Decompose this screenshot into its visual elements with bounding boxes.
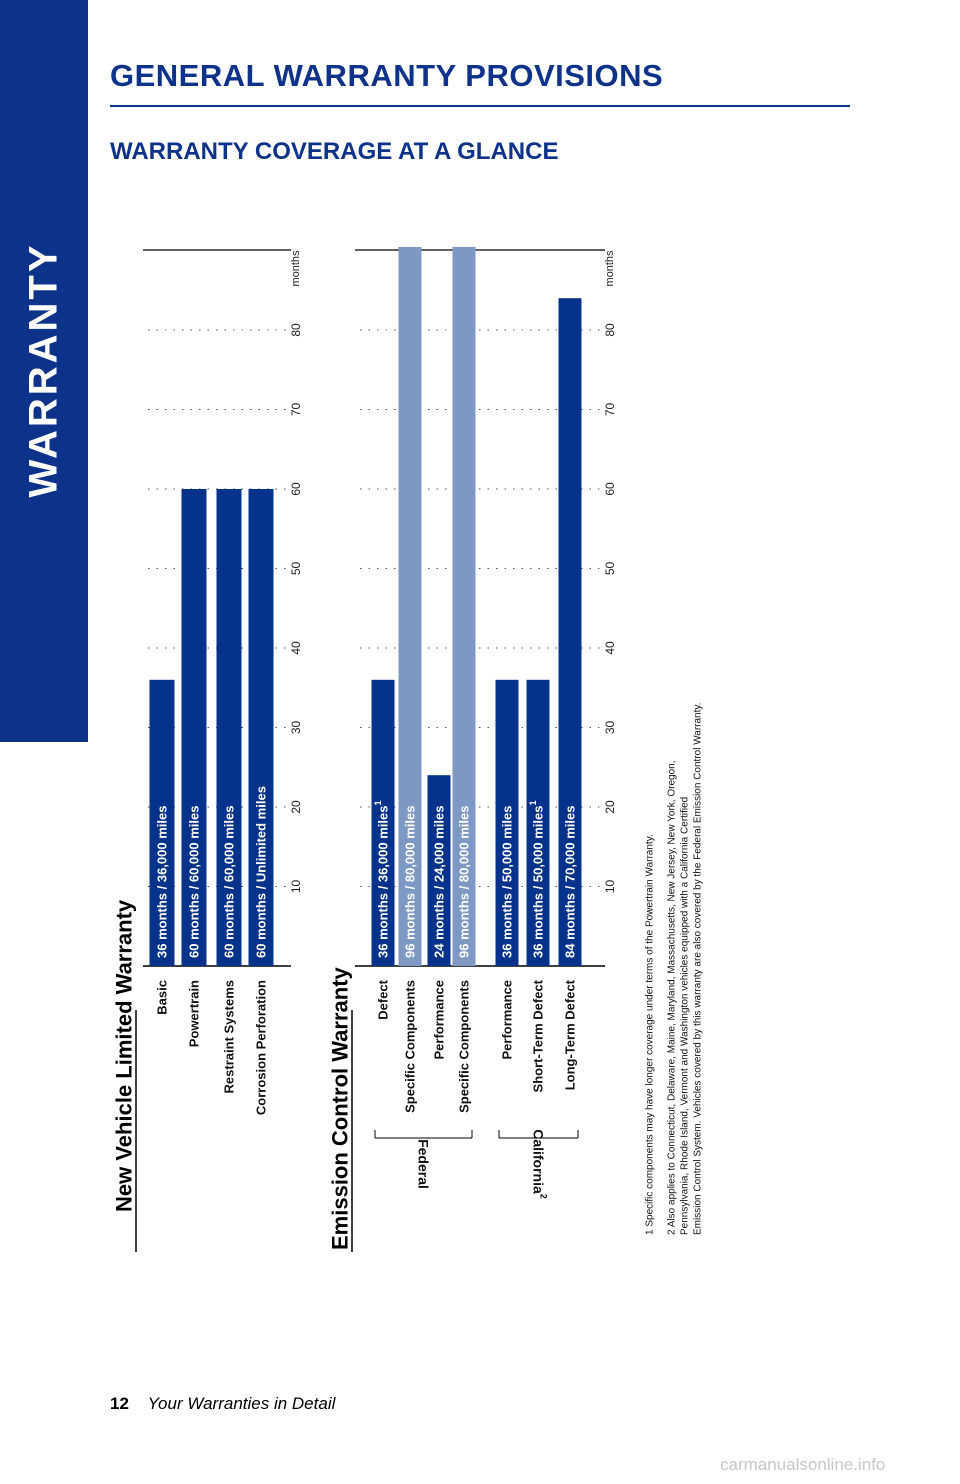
- bar: [398, 247, 422, 966]
- bar-label: 84 months / 70,000 miles: [563, 806, 578, 958]
- bar-label: 24 months / 24,000 miles: [432, 806, 447, 958]
- bar-label-superscript: 1: [373, 801, 383, 806]
- chart-title: Emission Control Warranty: [328, 966, 353, 1250]
- bar-label: 60 months / 60,000 miles: [222, 806, 237, 958]
- bar-label: 36 months / 50,000 miles: [500, 806, 515, 958]
- footnote-2-line: Emission Control System. Vehicles covere…: [693, 703, 704, 1235]
- category-label: Performance: [432, 980, 447, 1059]
- tick-label: 50: [289, 562, 303, 576]
- group-label-superscript: 2: [539, 1194, 549, 1199]
- tick-label: 20: [289, 800, 303, 814]
- footer-text: Your Warranties in Detail: [147, 1394, 336, 1413]
- category-label: Specific Components: [403, 980, 418, 1113]
- bar-label: 96 months / 80,000 miles: [403, 806, 418, 958]
- chart-title: New Vehicle Limited Warranty: [112, 899, 137, 1212]
- tick-label: 30: [289, 721, 303, 735]
- bar: [181, 489, 207, 966]
- tick-label: 10: [603, 880, 617, 894]
- category-label: Short-Term Defect: [531, 979, 546, 1092]
- bar-label: 60 months / Unlimited miles: [254, 786, 269, 958]
- tick-label: 70: [603, 403, 617, 417]
- bar-label: 60 months / 60,000 miles: [187, 806, 202, 958]
- axis-unit-label: months: [604, 250, 616, 287]
- tick-label: 80: [289, 323, 303, 337]
- category-label: Long-Term Defect: [563, 979, 578, 1090]
- tick-label: 40: [289, 641, 303, 655]
- category-label: Performance: [500, 980, 515, 1059]
- category-label: Defect: [376, 979, 391, 1019]
- page-title: GENERAL WARRANTY PROVISIONS: [110, 58, 664, 93]
- tick-label: 60: [603, 482, 617, 496]
- category-label: Powertrain: [187, 980, 202, 1047]
- group-label: Federal: [416, 1139, 432, 1189]
- bar-label-superscript: 1: [528, 801, 538, 806]
- category-label: Specific Components: [457, 980, 472, 1113]
- page-footer: 12 Your Warranties in Detail: [110, 1394, 335, 1414]
- bar: [427, 775, 451, 966]
- bar-label: 36 months / 50,000 miles1: [528, 801, 546, 958]
- bar: [149, 679, 175, 966]
- watermark: carmanualsonline.info: [720, 1455, 886, 1474]
- group-label: California2: [531, 1129, 549, 1199]
- tick-label: 70: [289, 403, 303, 417]
- bar: [371, 679, 395, 966]
- page-number: 12: [110, 1394, 129, 1413]
- tick-label: 20: [603, 800, 617, 814]
- bar: [216, 489, 242, 966]
- tick-label: 50: [603, 562, 617, 576]
- footnote-1: 1 Specific components may have longer co…: [645, 834, 656, 1235]
- footnote-2-line: 2 Also applies to Connecticut, Delaware,…: [667, 761, 678, 1235]
- bar: [558, 298, 582, 966]
- tick-label: 60: [289, 482, 303, 496]
- bar: [248, 489, 274, 966]
- category-label: Basic: [155, 980, 170, 1015]
- section-title: WARRANTY COVERAGE AT A GLANCE: [110, 138, 559, 165]
- bar-label: 36 months / 36,000 miles1: [373, 801, 391, 958]
- footnote-2-line: Pennsylvania, Rhode Island, Vermont and …: [680, 797, 691, 1235]
- bar-label: 36 months / 36,000 miles: [155, 806, 170, 958]
- side-tab: WARRANTY: [0, 0, 88, 742]
- tick-label: 30: [603, 721, 617, 735]
- bar: [526, 679, 550, 966]
- category-label: Corrosion Perforation: [254, 980, 269, 1115]
- tick-label: 10: [289, 880, 303, 894]
- tick-label: 40: [603, 641, 617, 655]
- bar-label: 96 months / 80,000 miles: [457, 806, 472, 958]
- tick-label: 80: [603, 323, 617, 337]
- header-divider: [110, 105, 850, 107]
- bar: [495, 679, 519, 966]
- category-label: Restraint Systems: [222, 980, 237, 1093]
- axis-unit-label: months: [290, 250, 302, 287]
- bar: [452, 247, 476, 966]
